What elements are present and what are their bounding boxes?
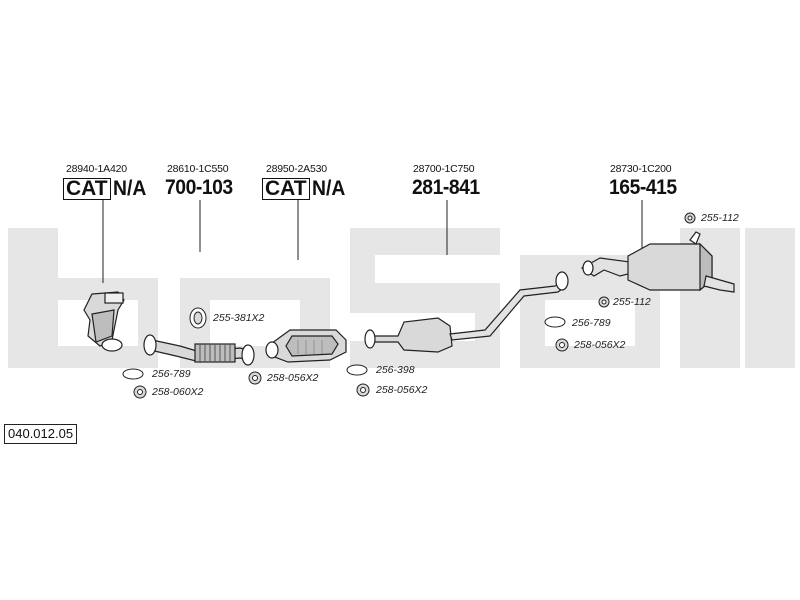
catalyst-part <box>265 329 347 363</box>
clamp-icon <box>356 383 370 397</box>
na-label: N/A <box>112 177 146 200</box>
gasket-icon <box>544 316 566 328</box>
gasket-255-381-part <box>189 307 207 329</box>
oem-ref-catalyst: 28950-2A530 <box>266 163 327 175</box>
catalog-number: 040.012.05 <box>4 424 78 444</box>
hw-label: 256-398 <box>376 364 415 376</box>
hw-label: 258-056X2 <box>376 384 428 396</box>
hw-label: 255-381X2 <box>213 312 265 324</box>
leader-lines <box>102 200 643 283</box>
oem-ref-manifold-cat: 28940-1A420 <box>66 163 127 175</box>
oem-ref-centre-silencer: 28700-1C750 <box>413 163 475 175</box>
clamp-icon <box>555 338 569 352</box>
part-number-centre-silencer: 281-841 <box>412 176 480 199</box>
hanger-icon <box>684 212 696 224</box>
hardware-icons <box>122 212 696 399</box>
oem-ref-rear-silencer: 28730-1C200 <box>610 163 672 175</box>
cat-label: CAT <box>262 178 310 200</box>
gasket-icon <box>346 364 368 376</box>
centre-silencer-part <box>364 271 569 353</box>
gasket-icon <box>122 368 144 380</box>
clamp-icon <box>133 385 147 399</box>
hanger-icon <box>598 296 610 308</box>
rear-silencer-part <box>580 231 735 293</box>
hw-label: 258-060X2 <box>152 386 204 398</box>
part-number-rear-silencer: 165-415 <box>609 176 677 199</box>
hw-label: 255-112 <box>701 212 739 224</box>
manifold-catalyst-part <box>83 291 125 352</box>
part-number-front-pipe: 700-103 <box>165 176 233 199</box>
hw-label: 256-789 <box>572 317 611 329</box>
hw-label: 258-056X2 <box>574 339 626 351</box>
front-pipe-part <box>143 334 255 366</box>
cat-label: CAT <box>63 178 111 200</box>
oem-ref-front-pipe: 28610-1C550 <box>167 163 229 175</box>
hw-label: 255-112 <box>613 296 651 308</box>
hw-label: 258-056X2 <box>267 372 319 384</box>
na-label: N/A <box>311 177 345 200</box>
hw-label: 256-789 <box>152 368 191 380</box>
clamp-icon <box>248 371 262 385</box>
